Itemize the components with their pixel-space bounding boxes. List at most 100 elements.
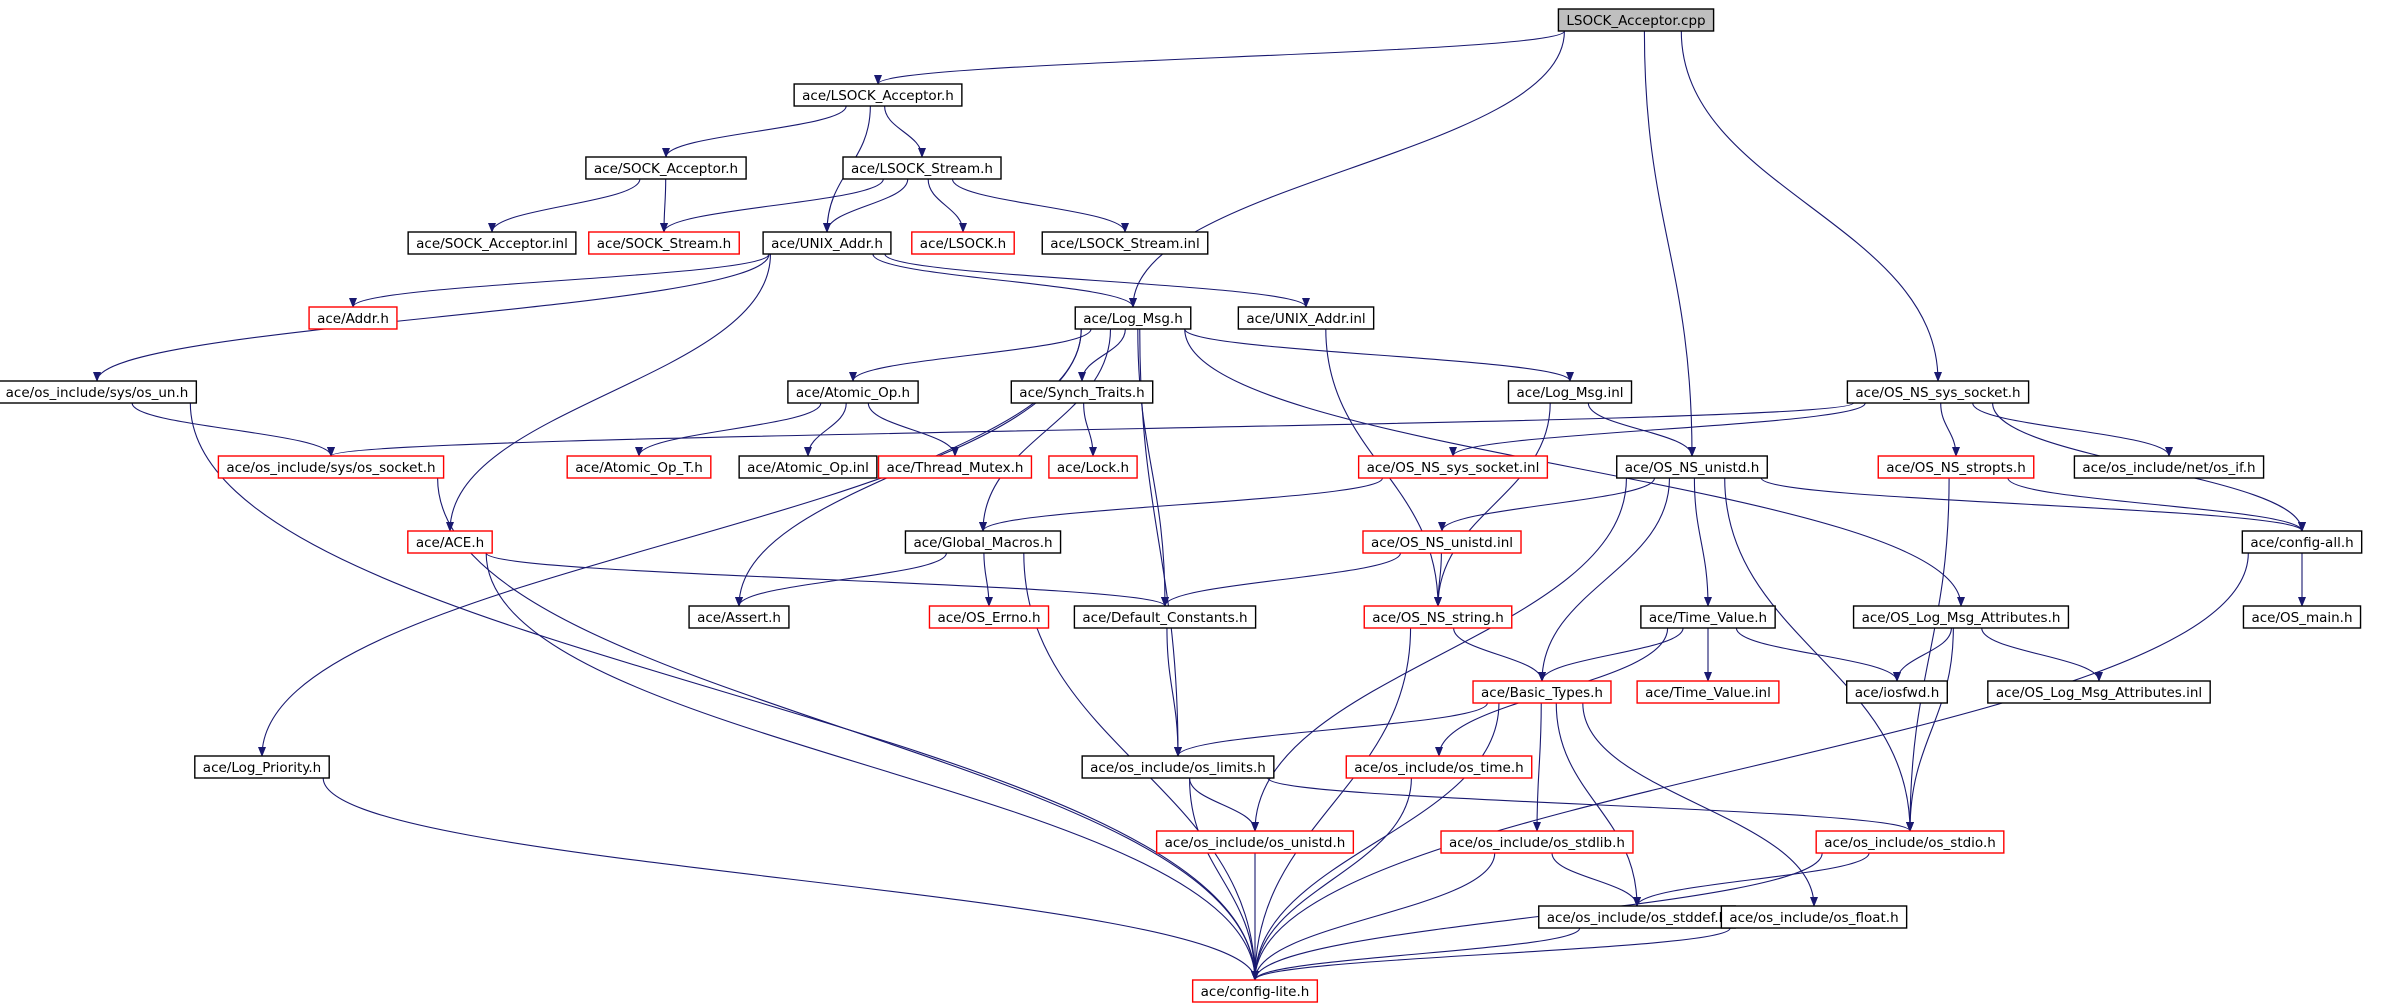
dependency-edge xyxy=(1434,552,1443,607)
graph-node[interactable]: ace/SOCK_Stream.h xyxy=(588,231,740,255)
node-label: ace/Basic_Types.h xyxy=(1481,685,1603,701)
graph-node[interactable]: ace/os_include/os_stddef.h xyxy=(1538,905,1736,929)
graph-node[interactable]: ace/OS_NS_sys_socket.inl xyxy=(1357,455,1549,479)
graph-node[interactable]: LSOCK_Acceptor.cpp xyxy=(1557,8,1715,32)
node-label: ace/os_include/os_float.h xyxy=(1729,910,1898,926)
graph-node[interactable]: ace/Synch_Traits.h xyxy=(1010,380,1154,404)
graph-node[interactable]: ace/OS_Errno.h xyxy=(928,605,1050,629)
node-label: ace/OS_Log_Msg_Attributes.h xyxy=(1862,610,2061,626)
graph-node[interactable]: ace/Thread_Mutex.h xyxy=(877,455,1033,479)
node-box xyxy=(2241,530,2363,554)
graph-node[interactable]: ace/Log_Msg.inl xyxy=(1507,380,1633,404)
node-label: ace/UNIX_Addr.inl xyxy=(1246,311,1365,327)
dependency-edge xyxy=(485,552,1169,607)
graph-node[interactable]: ace/Time_Value.h xyxy=(1640,605,1776,629)
graph-node[interactable]: ace/Basic_Types.h xyxy=(1472,680,1612,704)
graph-node[interactable]: ace/SOCK_Acceptor.h xyxy=(585,156,747,180)
dependency-edge xyxy=(1251,927,1731,981)
graph-node[interactable]: ace/Atomic_Op_T.h xyxy=(566,455,712,479)
dependency-edge xyxy=(1184,328,1965,607)
graph-node[interactable]: ace/Global_Macros.h xyxy=(904,530,1062,554)
node-label: ace/LSOCK_Acceptor.h xyxy=(802,88,954,104)
dependency-edge xyxy=(1251,552,2249,981)
node-label: ace/os_include/os_stdlib.h xyxy=(1449,835,1625,851)
graph-node[interactable]: ace/OS_NS_stropts.h xyxy=(1877,455,2035,479)
graph-node[interactable]: ace/os_include/os_time.h xyxy=(1345,755,1533,779)
node-box xyxy=(1507,380,1633,404)
node-box xyxy=(842,156,1002,180)
dependency-edge xyxy=(979,477,1384,532)
graph-node[interactable]: ace/Log_Msg.h xyxy=(1074,306,1192,330)
node-label: ace/SOCK_Acceptor.h xyxy=(594,161,738,177)
dependency-edge xyxy=(951,178,1129,233)
graph-node[interactable]: ace/Time_Value.inl xyxy=(1636,680,1780,704)
dependency-edge xyxy=(1251,702,1500,981)
graph-node[interactable]: ace/os_include/sys/os_un.h xyxy=(0,380,198,404)
graph-node[interactable]: ace/os_include/os_float.h xyxy=(1720,905,1908,929)
dependency-edge xyxy=(1184,328,1574,382)
graph-node[interactable]: ace/OS_NS_unistd.inl xyxy=(1362,530,1522,554)
graph-node[interactable]: ace/LSOCK_Stream.inl xyxy=(1041,231,1209,255)
node-label: ace/os_include/os_stdio.h xyxy=(1824,835,1996,851)
graph-node[interactable]: ace/os_include/os_stdio.h xyxy=(1815,830,2005,854)
node-box xyxy=(1846,680,1948,704)
node-box xyxy=(1191,979,1319,1003)
node-box xyxy=(585,156,747,180)
graph-node[interactable]: ace/os_include/os_stdlib.h xyxy=(1440,830,1634,854)
graph-node[interactable]: ace/SOCK_Acceptor.inl xyxy=(407,231,577,255)
node-label: ace/OS_main.h xyxy=(2251,610,2352,626)
dependency-edge xyxy=(322,777,1259,981)
node-box xyxy=(793,83,963,107)
graph-node[interactable]: ace/OS_main.h xyxy=(2242,605,2362,629)
node-box xyxy=(217,455,445,479)
graph-node[interactable]: ace/os_include/os_limits.h xyxy=(1081,755,1275,779)
graph-node[interactable]: ace/OS_NS_sys_socket.h xyxy=(1846,380,2030,404)
graph-node[interactable]: ace/Lock.h xyxy=(1048,455,1138,479)
graph-node[interactable]: ace/Addr.h xyxy=(308,306,398,330)
graph-node[interactable]: ace/Assert.h xyxy=(688,605,790,629)
graph-node[interactable]: ace/OS_Log_Msg_Attributes.h xyxy=(1852,605,2070,629)
dependency-edge xyxy=(1174,702,1488,757)
dependency-edge xyxy=(1551,852,1641,907)
node-label: ace/Assert.h xyxy=(697,610,781,626)
graph-node[interactable]: ace/iosfwd.h xyxy=(1846,680,1948,704)
node-label: ace/OS_NS_unistd.h xyxy=(1625,460,1760,476)
node-box xyxy=(566,455,712,479)
dependency-edge xyxy=(1438,477,1656,532)
graph-node[interactable]: ace/ACE.h xyxy=(407,530,493,554)
graph-node[interactable]: ace/LSOCK.h xyxy=(911,231,1015,255)
graph-node[interactable]: ace/Atomic_Op.inl xyxy=(738,455,878,479)
node-box xyxy=(2073,455,2265,479)
node-box xyxy=(2242,605,2362,629)
graph-node[interactable]: ace/os_include/sys/os_socket.h xyxy=(217,455,445,479)
node-label: ace/OS_NS_sys_socket.h xyxy=(1855,385,2020,401)
dependency-edge xyxy=(635,402,822,457)
graph-node[interactable]: ace/config-all.h xyxy=(2241,530,2363,554)
graph-node[interactable]: ace/LSOCK_Stream.h xyxy=(842,156,1002,180)
graph-node[interactable]: ace/UNIX_Addr.inl xyxy=(1237,306,1375,330)
node-box xyxy=(1472,680,1612,704)
graph-node[interactable]: ace/config-lite.h xyxy=(1191,979,1319,1003)
graph-node[interactable]: ace/os_include/os_unistd.h xyxy=(1155,830,1355,854)
graph-node[interactable]: ace/Atomic_Op.h xyxy=(787,380,919,404)
node-box xyxy=(904,530,1062,554)
graph-node[interactable]: ace/LSOCK_Acceptor.h xyxy=(793,83,963,107)
dependency-edge xyxy=(189,402,1259,981)
node-box xyxy=(1041,231,1209,255)
graph-node[interactable]: ace/Default_Constants.h xyxy=(1073,605,1257,629)
graph-node[interactable]: ace/OS_NS_unistd.h xyxy=(1616,455,1768,479)
graph-node[interactable]: ace/OS_Log_Msg_Attributes.inl xyxy=(1987,680,2211,704)
node-box xyxy=(1815,830,2005,854)
node-label: ace/Log_Priority.h xyxy=(203,760,321,776)
node-box xyxy=(1440,830,1634,854)
graph-node[interactable]: ace/OS_NS_string.h xyxy=(1363,605,1513,629)
node-label: ace/OS_NS_stropts.h xyxy=(1886,460,2026,476)
node-box xyxy=(1846,380,2030,404)
dependency-edge xyxy=(485,552,1259,981)
node-label: ace/iosfwd.h xyxy=(1855,685,1940,701)
graph-node[interactable]: ace/os_include/net/os_if.h xyxy=(2073,455,2265,479)
graph-node[interactable]: ace/Log_Priority.h xyxy=(194,755,330,779)
graph-node[interactable]: ace/UNIX_Addr.h xyxy=(762,231,892,255)
dependency-edge xyxy=(1582,702,1818,907)
node-box xyxy=(194,755,330,779)
